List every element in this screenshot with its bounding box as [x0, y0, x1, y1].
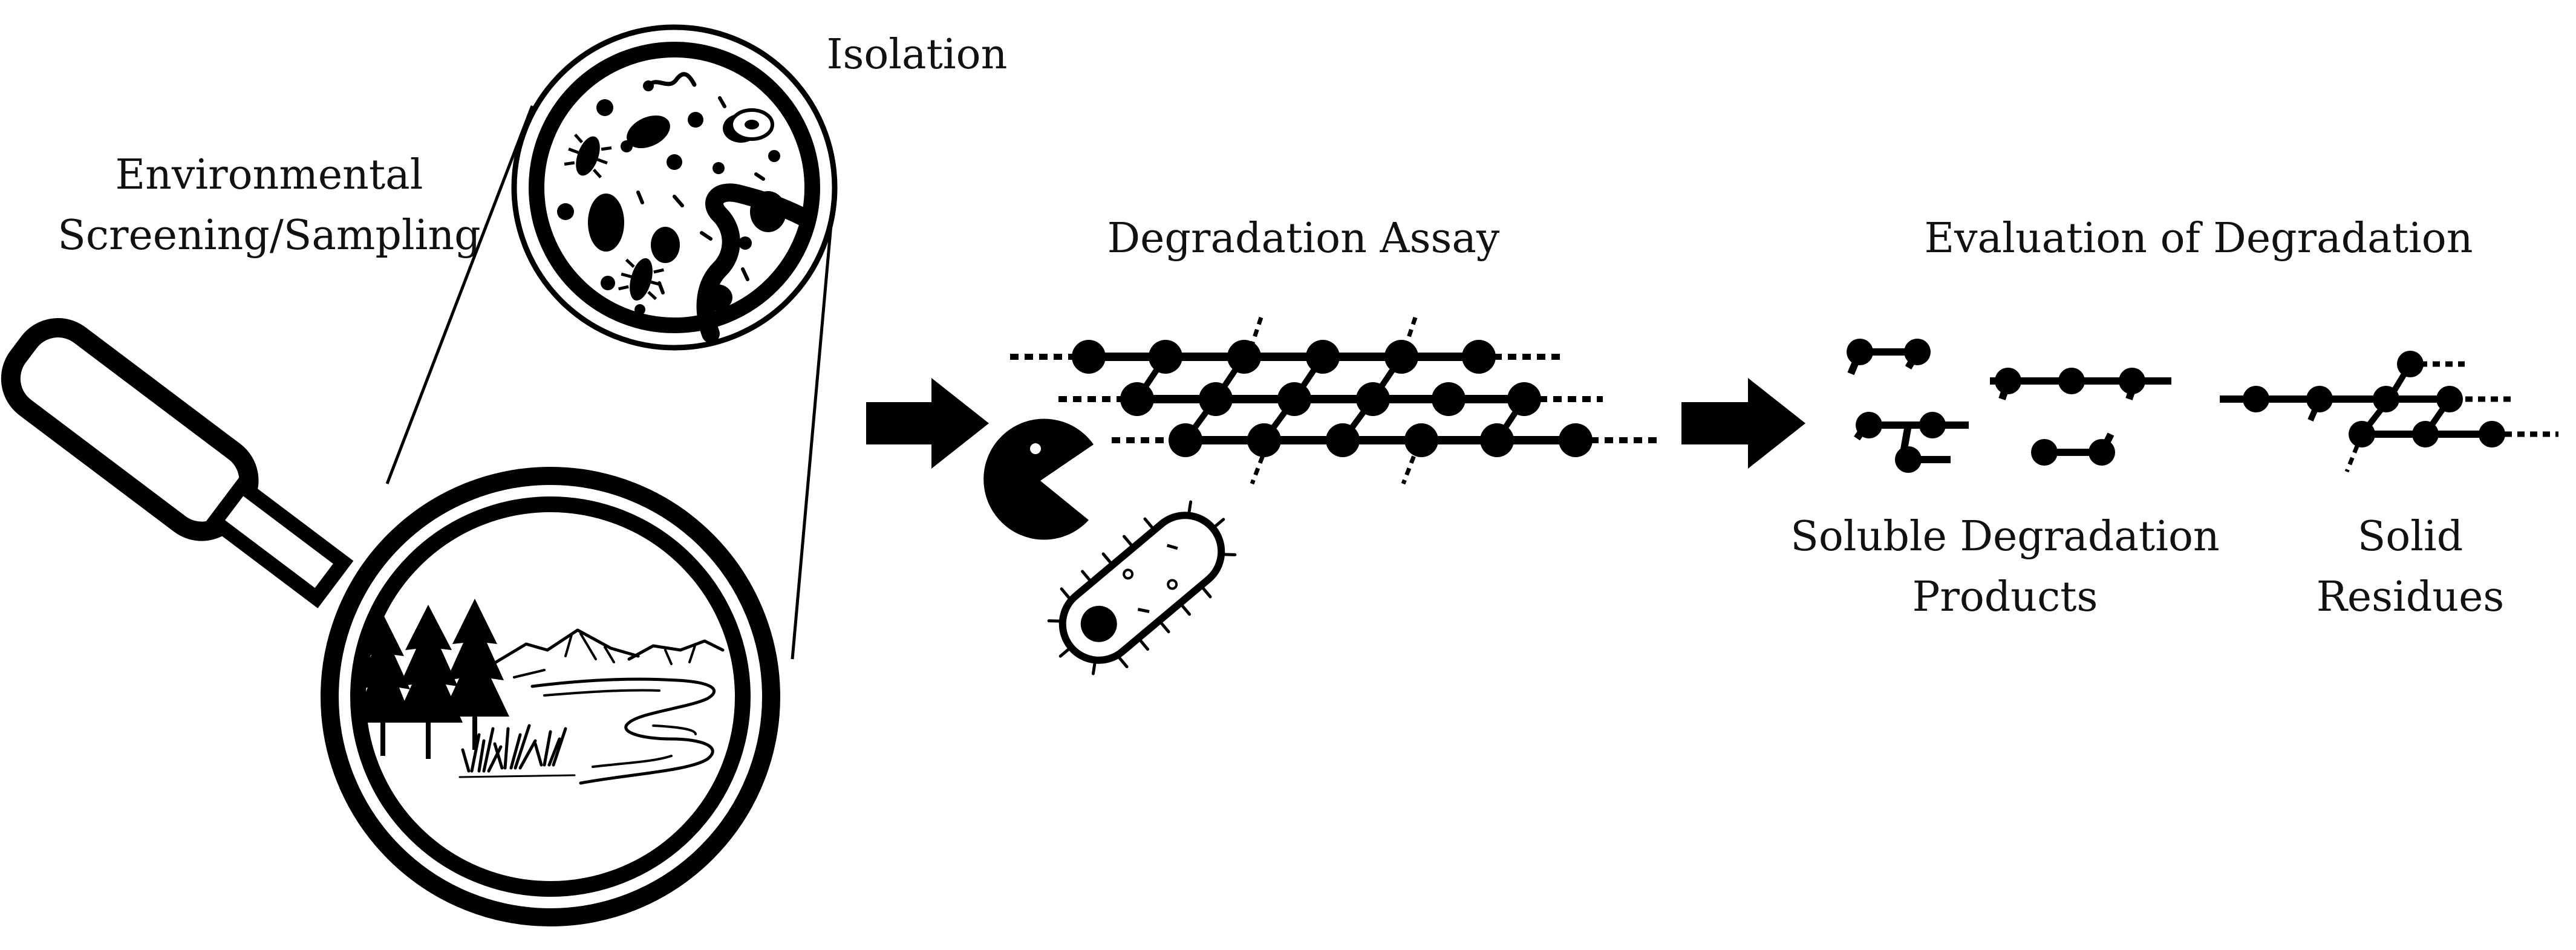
polymer-fragment-icon-solid [2220, 351, 2558, 473]
label-solid-line1: Solid [2358, 513, 2464, 561]
label-environmental-line1: Environmental [116, 151, 423, 199]
label-isolation: Isolation [827, 31, 1008, 79]
label-soluble-line2: Products [1912, 573, 2098, 621]
label-degradation-assay: Degradation Assay [1107, 215, 1500, 262]
landscape-icon [353, 599, 725, 785]
arrow-right-icon [866, 378, 989, 469]
zoom-cone-lines [385, 105, 833, 660]
polymer-chain-icon [1010, 316, 1657, 485]
labels: Environmental Screening/Sampling Isolati… [57, 31, 2504, 621]
label-environmental-line2: Screening/Sampling [57, 212, 480, 259]
label-evaluation-of-degradation: Evaluation of Degradation [1924, 215, 2473, 262]
label-soluble-line1: Soluble Degradation [1790, 513, 2219, 561]
label-solid-line2: Residues [2317, 573, 2505, 621]
enzyme-pacman-icon [983, 418, 1094, 540]
polymer-fragment-icon-soluble [1847, 339, 2171, 473]
microbe-culture-icon [511, 24, 838, 351]
bacterium-icon [1047, 500, 1237, 675]
arrow-right-icon-2 [1681, 378, 1805, 469]
magnifying-glass-icon [1, 318, 780, 926]
